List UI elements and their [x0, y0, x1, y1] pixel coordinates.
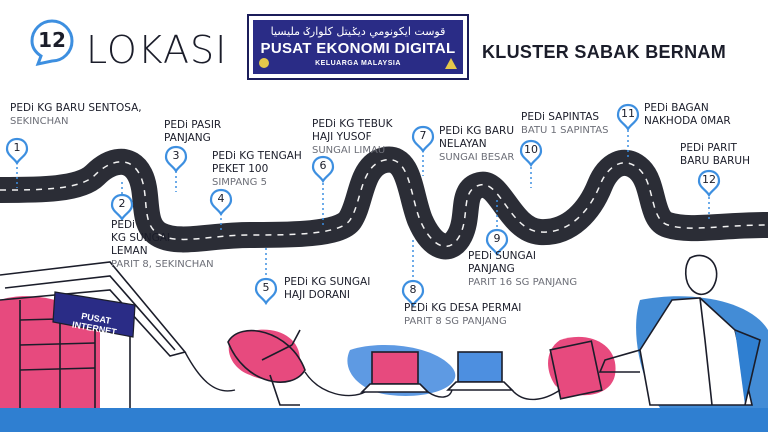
- location-pin-10-icon: 10: [519, 139, 543, 168]
- location-pin-8-icon: 8: [401, 279, 425, 308]
- banner-title: PUSAT EKONOMI DIGITAL: [260, 40, 456, 57]
- location-count: 12: [38, 28, 66, 52]
- location-pin-2-icon: 2: [110, 193, 134, 222]
- location-pin-6-icon: 6: [311, 155, 335, 184]
- location-pin-11-icon: 11: [616, 103, 640, 132]
- banner-jawi-text: قوست ايكونومي ديݢيتل كلوارݢ مليسيا: [270, 25, 446, 38]
- satellite-dish-illustration: [227, 329, 306, 406]
- location-pin-1-icon: 1: [5, 137, 29, 166]
- location-12-label: PEDi PARIT BARU BARUH: [680, 142, 750, 167]
- location-6-label: PEDi KG TEBUK HAJI YUSOF SUNGAI LIMAU: [312, 118, 393, 156]
- location-pin-number: 2: [118, 197, 126, 210]
- location-pin-3-icon: 3: [164, 145, 188, 174]
- location-9-label: PEDi SUNGAI PANJANG PARIT 16 SG PANJANG: [468, 250, 578, 288]
- location-4-label: PEDi KG TENGAH PEKET 100 SIMPANG 5: [212, 150, 302, 188]
- crest-icon: [259, 58, 269, 68]
- location-pin-9-icon: 9: [485, 228, 509, 257]
- location-pin-number: 5: [262, 281, 270, 294]
- cluster-title: KLUSTER SABAK BERNAM: [482, 42, 726, 62]
- location-10-label: PEDi SAPINTAS BATU 1 SAPINTAS: [521, 111, 609, 136]
- person-illustration: [598, 254, 761, 406]
- location-11-label: PEDi BAGAN NAKHODA 0MAR: [644, 102, 731, 127]
- triangle-logo-icon: [445, 58, 457, 69]
- location-pin-7-icon: 7: [411, 125, 435, 154]
- location-pin-number: 12: [702, 173, 716, 186]
- tablet-illustration: [549, 340, 603, 400]
- bottom-color-bar: [0, 408, 768, 432]
- pedi-logo-banner: قوست ايكونومي ديݢيتل كلوارݢ مليسيا PUSAT…: [247, 14, 469, 80]
- location-8-label: PEDi KG DESA PERMAI PARIT 8 SG PANJANG: [404, 302, 522, 327]
- location-pin-number: 11: [621, 107, 635, 120]
- location-pin-number: 1: [13, 141, 21, 154]
- laptop-illustration-2: [446, 351, 514, 391]
- location-5-label: PEDi KG SUNGAI HAJI DORANI: [284, 276, 371, 301]
- cable-lines: [184, 351, 561, 401]
- location-pin-number: 3: [172, 149, 180, 162]
- location-pin-number: 9: [493, 232, 501, 245]
- laptop-illustration-1: [360, 351, 430, 393]
- location-pin-number: 6: [319, 159, 327, 172]
- location-2-label: PEDi KG SUNGAI LEMAN PARIT 8, SEKINCHAN: [111, 219, 214, 270]
- location-pin-4-icon: 4: [209, 188, 233, 217]
- location-3-label: PEDi PASIR PANJANG: [164, 119, 222, 144]
- location-pin-number: 4: [217, 192, 225, 205]
- location-pin-5-icon: 5: [254, 277, 278, 306]
- pusat-internet-sign: [52, 291, 136, 338]
- location-pin-number: 10: [524, 143, 538, 156]
- lokasi-heading: LOKASI: [86, 28, 228, 72]
- location-count-badge-icon: [30, 19, 74, 67]
- location-7-label: PEDi KG BARU NELAYAN SUNGAI BESAR: [439, 125, 515, 163]
- location-1-label: PEDi KG BARU SENTOSA, SEKINCHAN: [10, 102, 142, 127]
- location-pin-number: 8: [409, 283, 417, 296]
- location-pin-12-icon: 12: [697, 169, 721, 198]
- location-pin-number: 7: [419, 129, 427, 142]
- banner-subtitle: KELUARGA MALAYSIA: [315, 60, 401, 67]
